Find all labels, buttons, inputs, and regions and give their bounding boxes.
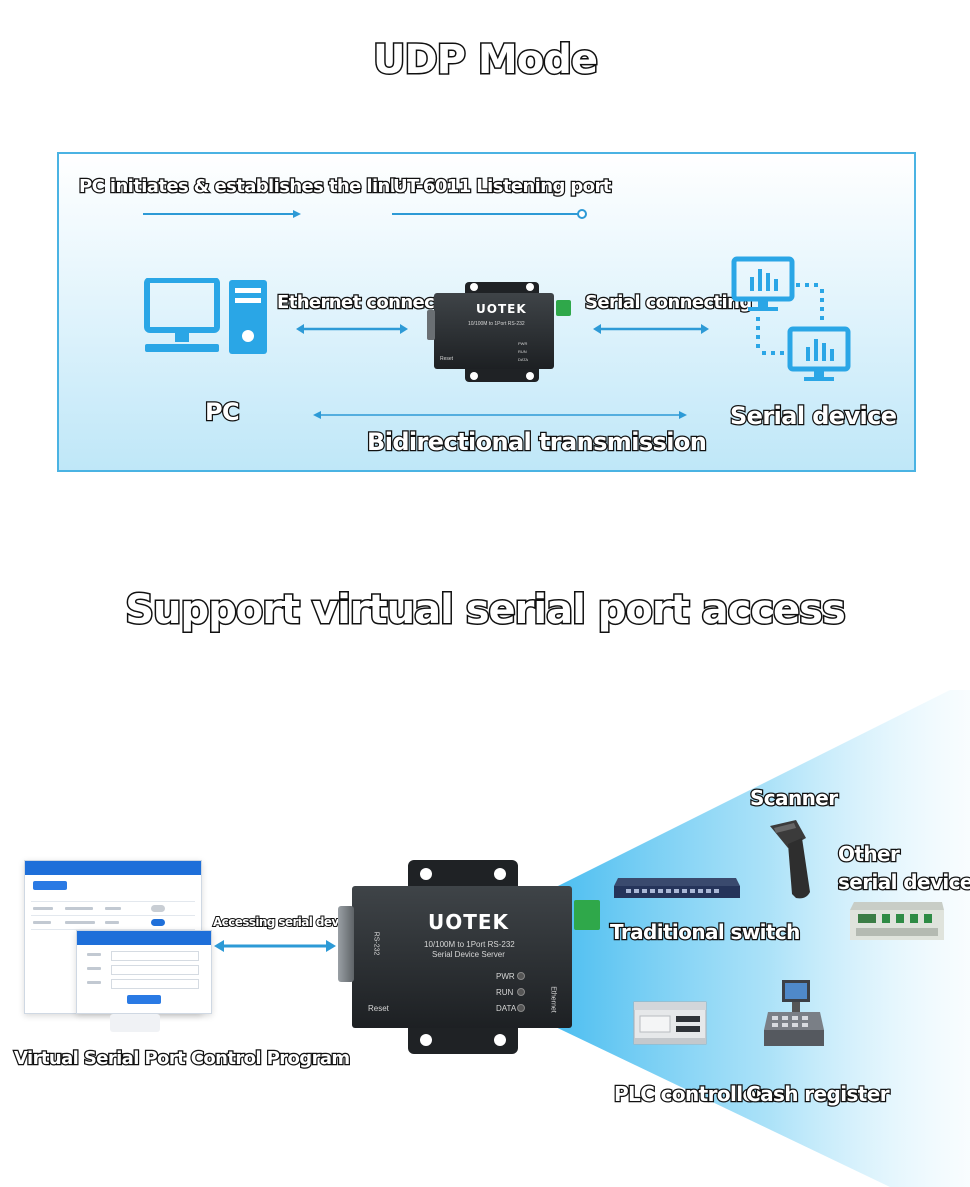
cash-register-image <box>764 980 824 1046</box>
network-switch-image <box>614 878 740 898</box>
cash-register-label: Cash register <box>745 1081 891 1108</box>
other-serial-device-image <box>850 902 944 940</box>
ethernet-connecting-label: Ethernet connecting <box>276 291 474 315</box>
listening-port-label: UT-6011 Listening port <box>392 175 613 199</box>
link-arrow <box>143 210 301 218</box>
plc-controller-label: PLC controller <box>613 1081 767 1108</box>
bidirectional-transmission-label: Bidirectional transmission <box>366 427 708 458</box>
reset-label-large: Reset <box>368 1004 389 1013</box>
led-run-large: RUN <box>496 988 514 997</box>
pc-icon <box>144 278 267 354</box>
traditional-switch-label: Traditional switch <box>609 919 802 946</box>
port-label-right: Ethernet <box>549 986 557 1013</box>
model-text-large: 10/100M to 1Port RS-232 <box>424 940 515 949</box>
serial-arrow <box>593 324 709 334</box>
udp-mode-title: UDP Mode <box>372 36 600 85</box>
serial-device-label: Serial device <box>729 401 899 432</box>
ethernet-arrow <box>296 324 408 334</box>
scanner-image <box>770 820 810 899</box>
model-text-small: 10/100M to 1Port RS-232 <box>468 321 525 327</box>
brand-logo-small: UOTEK <box>476 302 527 316</box>
virtual-serial-title: Support virtual serial port access <box>124 586 848 635</box>
pc-label: PC <box>204 397 241 428</box>
bidirectional-arrow <box>313 411 687 419</box>
led-data-large: DATA <box>496 1004 517 1013</box>
link-initiation-label: PC initiates & establishes the link <box>78 175 403 199</box>
brand-logo-large: UOTEK <box>428 910 510 934</box>
accessing-serial-device-label: Accessing serial device <box>212 914 358 930</box>
serial-device-icon <box>731 256 851 381</box>
other-serial-device-label-line1: Other <box>837 841 901 868</box>
accessing-arrow <box>214 940 336 952</box>
led-run-small: RUN <box>518 349 527 354</box>
led-pwr-large: PWR <box>496 972 515 981</box>
model-sub-large: Serial Device Server <box>432 950 505 959</box>
serial-connecting-label: Serial connecting <box>584 291 754 315</box>
reset-text-small: Reset <box>440 356 454 362</box>
led-pwr-small: PWR <box>518 341 528 346</box>
listening-port-line <box>392 209 587 219</box>
scanner-label: Scanner <box>749 785 840 812</box>
led-data-small: DATA <box>518 357 529 362</box>
port-label-left: RS-232 <box>372 931 380 956</box>
plc-controller-image <box>633 1001 707 1045</box>
other-serial-device-label-line2: serial device <box>837 869 970 896</box>
virtual-serial-program-label: Virtual Serial Port Control Program <box>13 1047 352 1071</box>
